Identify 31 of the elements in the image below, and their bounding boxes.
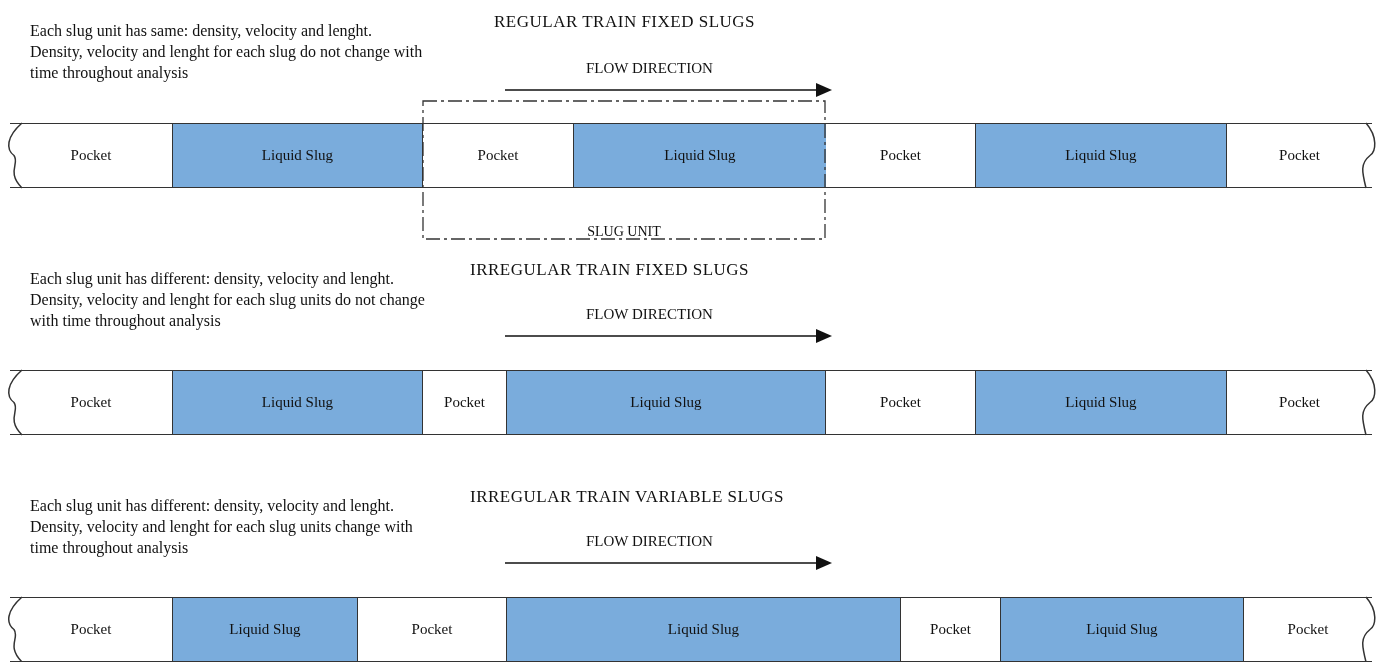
gas-pocket-segment: Pocket	[1243, 597, 1372, 662]
gas-pocket-segment: Pocket	[900, 597, 1000, 662]
gas-pocket-segment: Pocket	[10, 123, 172, 188]
slug-unit-frame	[422, 100, 826, 240]
gas-pocket-segment: Pocket	[10, 597, 172, 662]
liquid-slug-segment: Liquid Slug	[573, 123, 826, 188]
flow-direction-label: FLOW DIRECTION	[586, 533, 713, 550]
liquid-slug-segment: Liquid Slug	[172, 597, 357, 662]
section-heading: IRREGULAR TRAIN VARIABLE SLUGS	[470, 487, 784, 507]
note-text: Each slug unit has same: density, velocity and lenght. Density, velocity and lenght for each slug do not change with time throughout analysis	[30, 21, 424, 83]
note-text: Each slug unit has different: density, velocity and lenght. Density, velocity and lenght for each slug units change with time throughout analysis	[30, 496, 414, 558]
flow-direction-label: FLOW DIRECTION	[586, 306, 713, 323]
liquid-slug-segment: Liquid Slug	[975, 370, 1226, 435]
liquid-slug-segment: Liquid Slug	[1000, 597, 1243, 662]
note-text: Each slug unit has different: density, velocity and lenght. Density, velocity and lenght for each slug units do not change with time throughout analysis	[30, 269, 425, 331]
liquid-slug-segment: Liquid Slug	[172, 123, 422, 188]
gas-pocket-segment: Pocket	[422, 123, 573, 188]
gas-pocket-segment: Pocket	[1226, 123, 1372, 188]
liquid-slug-segment: Liquid Slug	[506, 597, 900, 662]
liquid-slug-segment: Liquid Slug	[975, 123, 1226, 188]
flow-direction-label: FLOW DIRECTION	[586, 60, 713, 77]
section-heading: IRREGULAR TRAIN FIXED SLUGS	[470, 260, 750, 280]
liquid-slug-segment: Liquid Slug	[506, 370, 825, 435]
gas-pocket-segment: Pocket	[1226, 370, 1372, 435]
gas-pocket-segment: Pocket	[10, 370, 172, 435]
gas-pocket-segment: Pocket	[825, 123, 975, 188]
gas-pocket-segment: Pocket	[422, 370, 506, 435]
gas-pocket-segment: Pocket	[825, 370, 975, 435]
gas-pocket-segment: Pocket	[357, 597, 506, 662]
section-heading: REGULAR TRAIN FIXED SLUGS	[494, 12, 756, 32]
liquid-slug-segment: Liquid Slug	[172, 370, 422, 435]
